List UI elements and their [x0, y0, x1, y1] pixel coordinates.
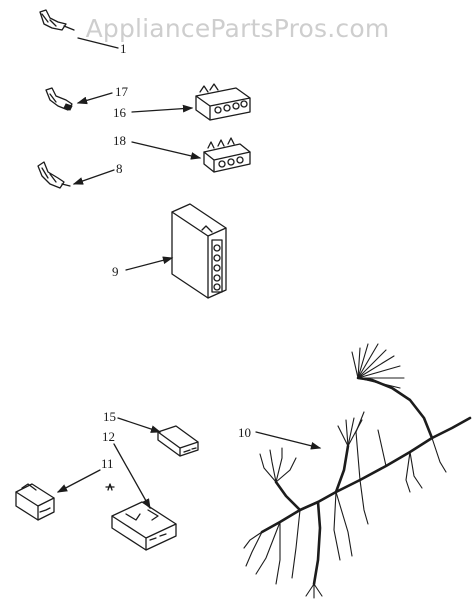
leader-15: [117, 417, 162, 433]
label-11: 11: [101, 456, 114, 471]
leader-11: [56, 469, 101, 493]
part-15-connector[interactable]: [157, 425, 199, 457]
label-18: 18: [113, 133, 126, 148]
part-18-connector-housing[interactable]: [203, 137, 251, 173]
leader-12: [113, 443, 151, 510]
label-10: 10: [238, 425, 251, 440]
part-1-terminal[interactable]: [39, 9, 75, 31]
marker-asterisk: [105, 483, 115, 491]
part-11-plug[interactable]: [15, 483, 55, 521]
label-12: 12: [102, 429, 115, 444]
leader-16: [131, 104, 194, 113]
leader-10: [255, 431, 322, 450]
leader-8: [72, 169, 115, 185]
part-16-connector-housing[interactable]: [195, 83, 251, 121]
leader-1: [77, 37, 119, 49]
part-9-connector-block[interactable]: [171, 203, 227, 299]
part-8-terminal[interactable]: [37, 161, 71, 189]
label-9: 9: [112, 264, 119, 279]
leader-9: [125, 256, 174, 271]
label-16: 16: [113, 105, 127, 120]
leader-18: [131, 141, 202, 160]
label-17: 17: [115, 84, 129, 99]
part-12-connector[interactable]: [111, 501, 177, 551]
label-15: 15: [103, 409, 116, 424]
leader-17: [76, 92, 113, 105]
part-17-terminal[interactable]: [45, 87, 73, 111]
label-8: 8: [116, 161, 123, 176]
part-10-wiring-harness[interactable]: [243, 343, 472, 599]
label-1: 1: [120, 41, 127, 56]
